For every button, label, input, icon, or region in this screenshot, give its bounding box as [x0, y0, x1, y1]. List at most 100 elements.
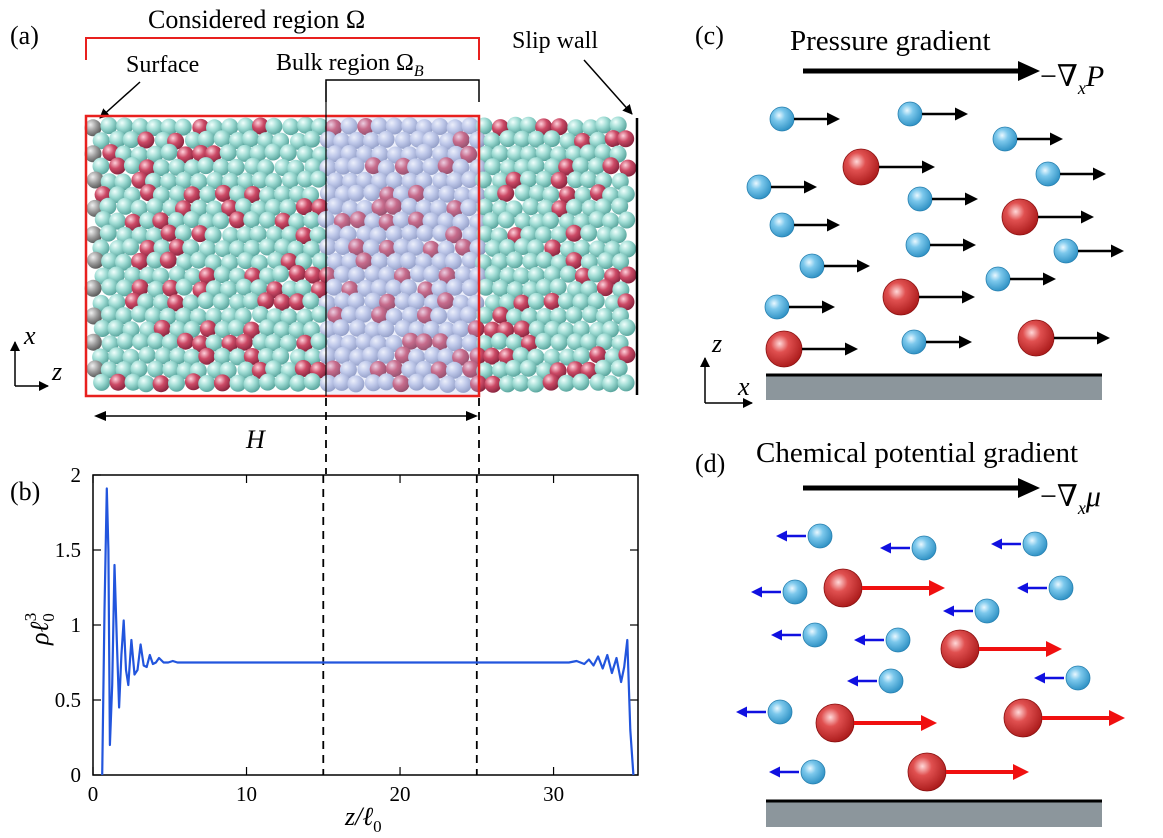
particle [408, 184, 425, 202]
particle [596, 279, 614, 297]
particle [572, 320, 590, 338]
particle [115, 307, 133, 325]
particle [131, 171, 149, 189]
particle [477, 278, 495, 296]
particle [491, 145, 509, 163]
particle [377, 346, 395, 364]
particle [229, 374, 247, 392]
particle [147, 332, 165, 350]
particle [527, 375, 545, 393]
particle [355, 333, 373, 351]
particle [484, 265, 502, 283]
particle [492, 361, 509, 379]
particle [557, 374, 575, 392]
particle [279, 334, 297, 352]
particle [595, 308, 613, 325]
solvent-velocity-arrow-head [776, 530, 787, 542]
solute-velocity-arrow-head [1046, 641, 1062, 657]
particle [295, 198, 313, 216]
particle [236, 144, 254, 162]
particle [87, 251, 105, 269]
solute-velocity-arrow-head [1109, 710, 1125, 726]
particle [274, 373, 292, 391]
solvent-particle [905, 232, 931, 258]
particle [312, 252, 330, 270]
particle [131, 279, 149, 297]
particle [347, 375, 365, 393]
particle [497, 211, 515, 229]
particle [522, 198, 540, 216]
particle [303, 211, 321, 229]
particle [86, 171, 104, 189]
particle [455, 238, 472, 256]
solvent-particle [897, 101, 923, 127]
particle [422, 240, 440, 258]
particle [444, 252, 462, 270]
particle [422, 321, 440, 338]
solvent-velocity-arrow-head [963, 238, 976, 252]
particle [549, 278, 567, 296]
particle [324, 360, 342, 378]
particle [347, 292, 365, 310]
solvent-particle [802, 622, 828, 648]
particle [574, 186, 592, 204]
particle [392, 211, 410, 229]
particle [430, 307, 448, 325]
considered-region-label: Considered region Ω [148, 5, 365, 34]
solvent-velocity-arrow-head [991, 538, 1002, 550]
solvent-velocity-arrow-head [847, 675, 858, 687]
particle [279, 199, 297, 217]
particle [183, 348, 201, 366]
particle [319, 131, 337, 149]
particle [589, 373, 607, 391]
particle [93, 320, 111, 337]
particle [499, 293, 516, 311]
particle [378, 239, 396, 257]
solvent-velocity-arrow-head [1043, 272, 1056, 286]
particle [109, 130, 127, 148]
particle [572, 373, 590, 391]
particle [167, 212, 185, 230]
particle [334, 346, 352, 364]
particle [582, 119, 600, 137]
particle [228, 211, 246, 229]
particle [237, 361, 255, 379]
solvent-velocity-arrow-head [1111, 244, 1124, 258]
particle [385, 117, 403, 135]
particle [99, 224, 117, 242]
particle [394, 346, 412, 364]
particle [550, 307, 568, 325]
particle [264, 143, 282, 161]
bulk-region-label: Bulk region ΩB [276, 50, 424, 80]
x-tick-label: 10 [236, 782, 257, 806]
particle [242, 292, 260, 310]
particle [137, 375, 155, 393]
x-tick-label: 30 [543, 782, 564, 806]
y-axis-label: ρℓ03 [21, 613, 58, 646]
solvent-velocity-arrow-head [1017, 582, 1028, 594]
particle [452, 131, 470, 149]
particle [597, 252, 615, 270]
particle [482, 212, 500, 230]
panel-a: (a) Considered region Ω Surface Bulk reg… [10, 5, 639, 474]
particle [611, 172, 629, 190]
particle [521, 307, 538, 325]
panel-d: (d) Chemical potential gradient −∇xμ [695, 437, 1125, 827]
particle [507, 116, 524, 134]
particle [297, 116, 315, 134]
solvent-velocity-arrow-head [943, 605, 954, 617]
particle [144, 307, 162, 325]
particle [304, 348, 322, 366]
particle [252, 306, 269, 323]
particle [363, 132, 380, 150]
particle [460, 145, 478, 163]
particle [430, 361, 448, 379]
particle [243, 375, 261, 393]
solute-velocity-arrow-head [1081, 210, 1094, 224]
particle [513, 130, 531, 148]
particle [212, 158, 230, 176]
particle [386, 253, 404, 271]
particle [460, 199, 478, 217]
particle [505, 334, 523, 351]
particle [334, 157, 352, 175]
